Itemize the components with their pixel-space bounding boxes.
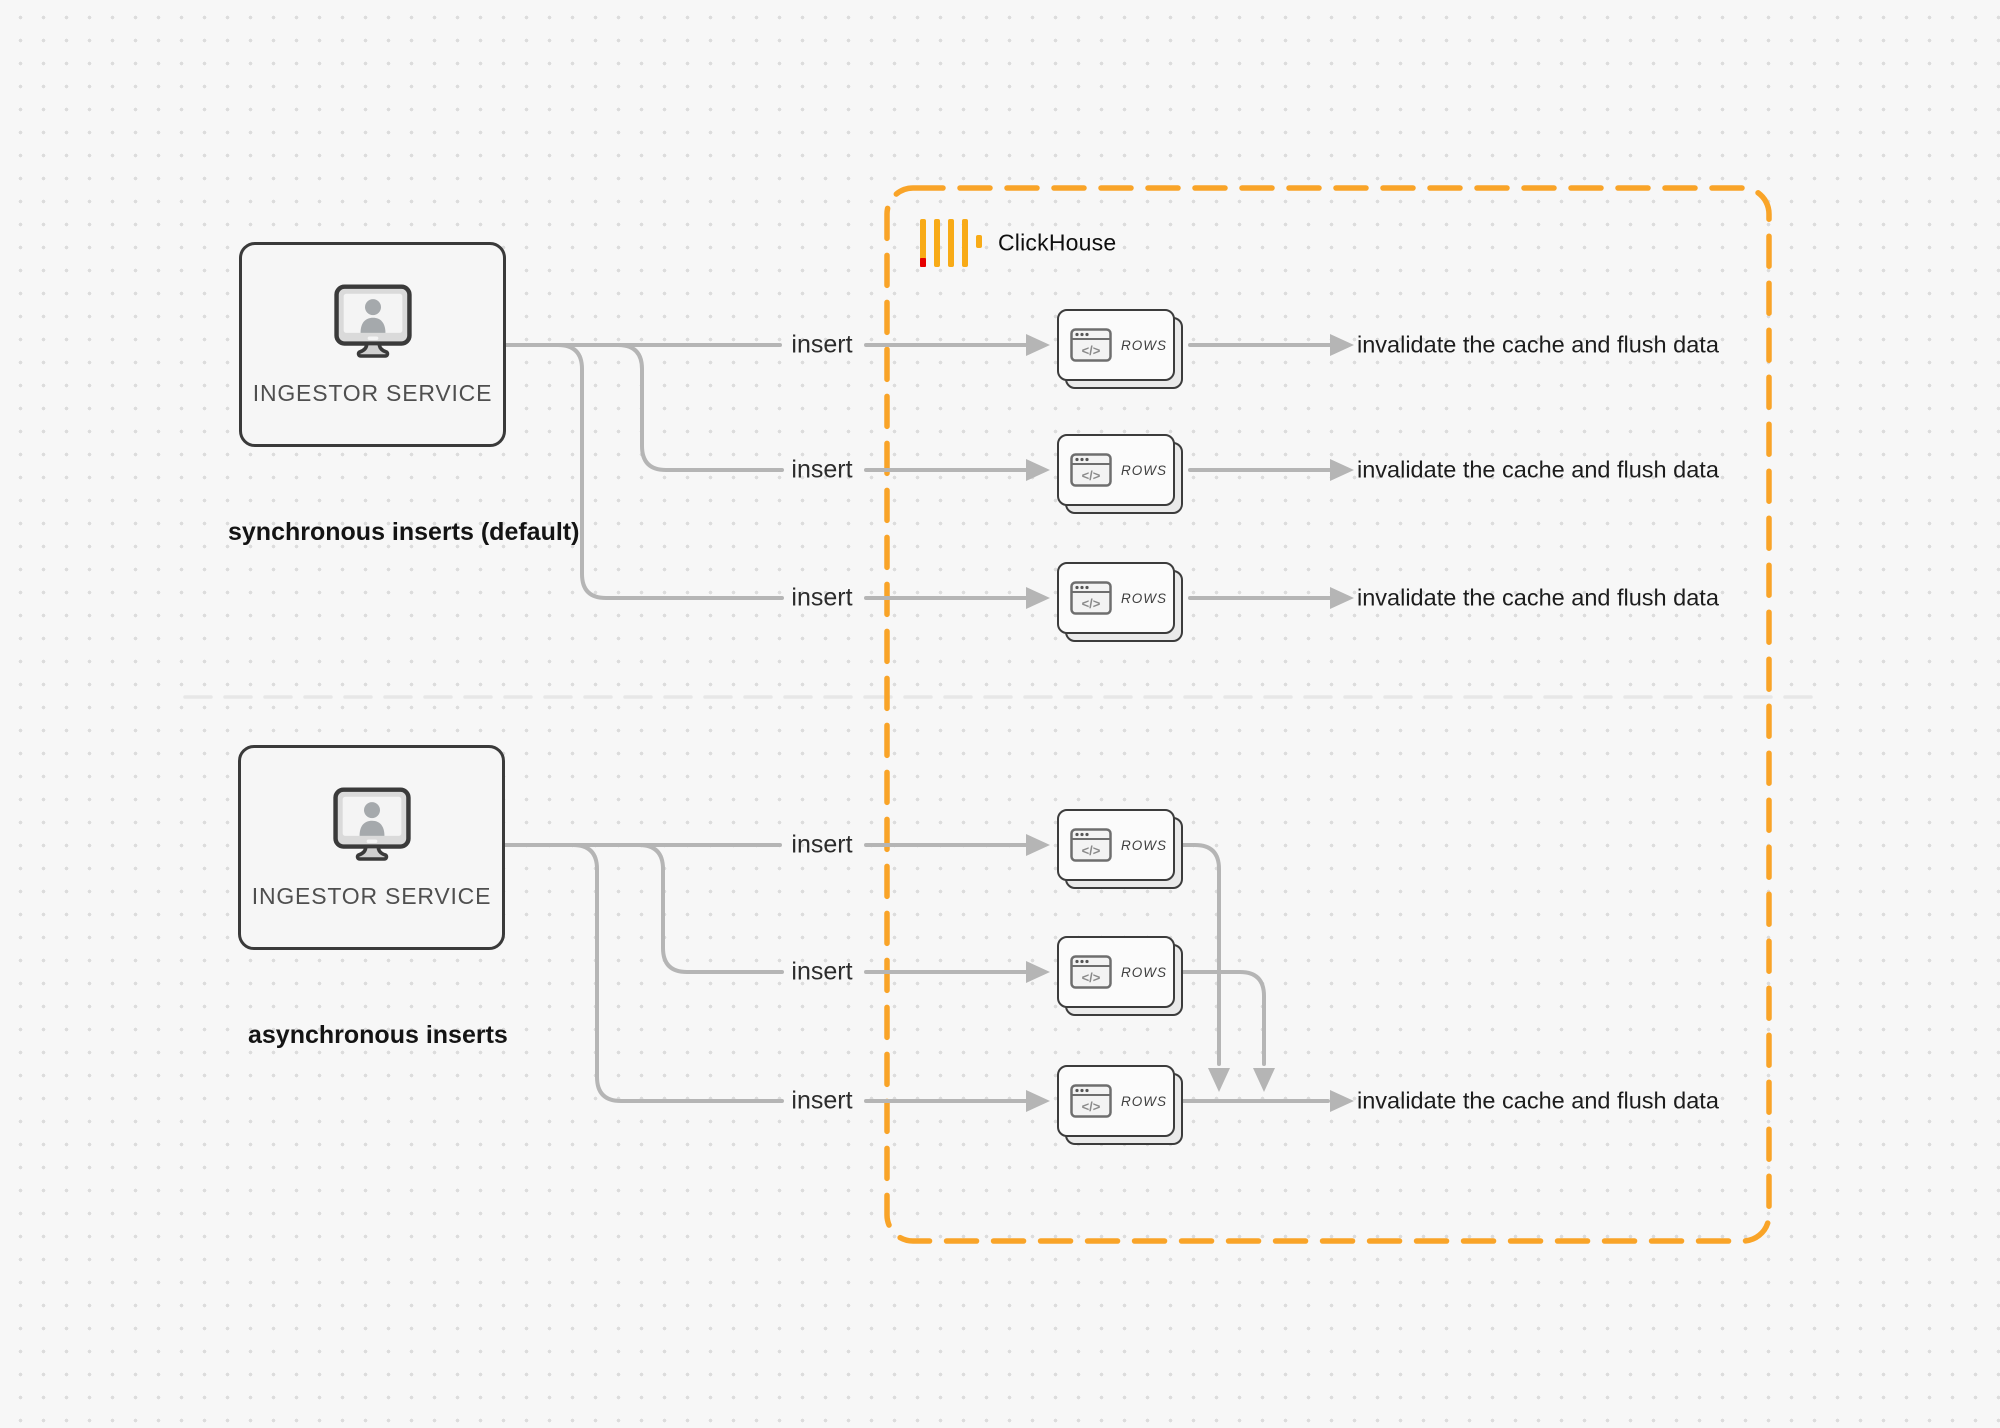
rows-card: </> ROWS [1057,809,1175,881]
rows-card-group: </> ROWS [1057,936,1183,1016]
sync-connectors [503,343,1332,600]
arrowhead-down [1253,1068,1275,1092]
code-window-icon: </> [1070,1084,1112,1118]
code-window-icon: </> [1070,828,1112,862]
rows-card: </> ROWS [1057,434,1175,506]
result-label: invalidate the cache and flush data [1357,1087,1719,1114]
sync-section-caption: synchronous inserts (default) [228,518,580,546]
rows-card: </> ROWS [1057,1065,1175,1137]
rows-card-group: </> ROWS [1057,434,1183,514]
insert-label: insert [791,957,853,986]
async-branch-row2 [637,843,784,974]
rows-card: </> ROWS [1057,562,1175,634]
svg-text:</>: </> [1082,343,1101,358]
insert-label: insert [791,583,853,612]
arrowhead-down [1208,1068,1230,1092]
result-label: invalidate the cache and flush data [1357,584,1719,611]
sync-branch-row2 [616,343,784,472]
rows-card: </> ROWS [1057,936,1175,1008]
insert-label: insert [791,830,853,859]
arrowhead-right [1026,334,1050,356]
async-connectors [503,843,1330,1103]
arrowhead-right [1330,459,1354,481]
async-merge-line-2 [1181,970,1266,1066]
svg-text:</>: </> [1082,468,1101,483]
arrowhead-right [1330,587,1354,609]
svg-text:</>: </> [1082,843,1101,858]
arrowhead-right [1026,587,1050,609]
monitor-user-icon [333,283,412,358]
insert-label: insert [791,1086,853,1115]
rows-card-label: ROWS [1121,337,1167,353]
clickhouse-title: ClickHouse [998,229,1117,256]
svg-text:</>: </> [1082,1099,1101,1114]
rows-card-group: </> ROWS [1057,309,1183,389]
sync-branch-row3 [556,343,784,600]
arrowhead-right [1330,334,1354,356]
rows-card-label: ROWS [1121,1093,1167,1109]
code-window-icon: </> [1070,581,1112,615]
svg-text:</>: </> [1082,970,1101,985]
async-branch-row3 [571,843,784,1103]
code-window-icon: </> [1070,328,1112,362]
rows-card-label: ROWS [1121,462,1167,478]
result-label: invalidate the cache and flush data [1357,331,1719,358]
result-label: invalidate the cache and flush data [1357,456,1719,483]
code-window-icon: </> [1070,453,1112,487]
svg-text:</>: </> [1082,596,1101,611]
code-window-icon: </> [1070,955,1112,989]
rows-card-group: </> ROWS [1057,562,1183,642]
arrowhead-right [1330,1090,1354,1112]
rows-card-label: ROWS [1121,590,1167,606]
ingestor-service-card-sync: INGESTOR SERVICE [239,242,506,447]
clickhouse-logo-icon [920,219,982,267]
arrowhead-right [1026,834,1050,856]
rows-card-group: </> ROWS [1057,809,1183,889]
ingestor-service-card-async: INGESTOR SERVICE [238,745,505,950]
rows-card-label: ROWS [1121,964,1167,980]
insert-label: insert [791,455,853,484]
monitor-user-icon [332,786,411,861]
async-section-caption: asynchronous inserts [248,1021,508,1049]
rows-card-group: </> ROWS [1057,1065,1183,1145]
rows-card-label: ROWS [1121,837,1167,853]
arrowhead-right [1026,1090,1050,1112]
insert-label: insert [791,330,853,359]
async-merge-line-1 [1181,843,1221,1066]
rows-card: </> ROWS [1057,309,1175,381]
arrowhead-right [1026,459,1050,481]
arrowhead-right [1026,961,1050,983]
ingestor-service-label: INGESTOR SERVICE [251,882,492,909]
ingestor-service-label: INGESTOR SERVICE [252,379,493,406]
